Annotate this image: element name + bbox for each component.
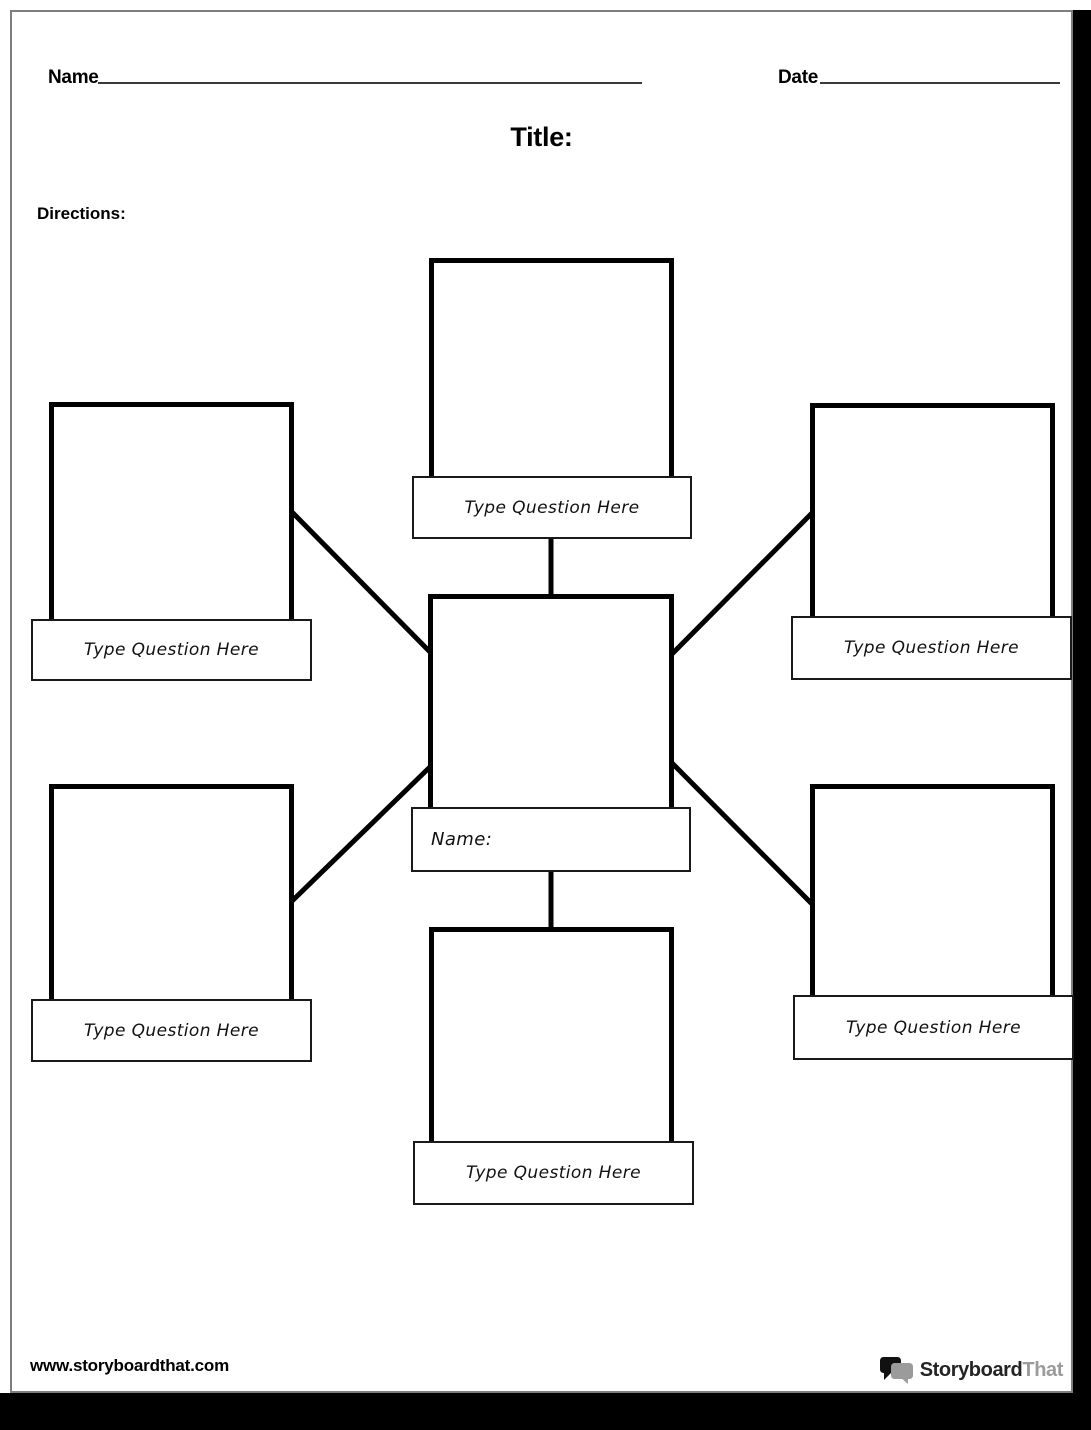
answer-box-bottom[interactable] xyxy=(429,927,674,1151)
page-shadow-bottom xyxy=(0,1393,1091,1430)
page-title: Title: xyxy=(510,122,573,152)
connector-lines xyxy=(288,508,816,932)
website-url: www.storyboardthat.com xyxy=(30,1356,229,1375)
storyboardthat-logo: StoryboardThat xyxy=(879,1356,1064,1384)
question-caption-left-top[interactable]: Type Question Here xyxy=(31,619,312,681)
logo-part-that: That xyxy=(1022,1358,1063,1381)
answer-box-left-top[interactable] xyxy=(49,402,294,629)
answer-box-top[interactable] xyxy=(429,258,674,486)
date-write-line[interactable] xyxy=(820,68,1060,84)
center-box[interactable] xyxy=(428,594,674,817)
name-write-line[interactable] xyxy=(98,68,642,84)
answer-box-right-bottom[interactable] xyxy=(810,784,1055,1005)
speech-bubbles-icon xyxy=(879,1357,913,1384)
directions-label: Directions: xyxy=(37,204,126,223)
center-name-caption[interactable]: Name: xyxy=(411,807,691,872)
question-caption-left-bottom[interactable]: Type Question Here xyxy=(31,999,312,1062)
question-caption-bottom[interactable]: Type Question Here xyxy=(413,1141,694,1205)
connector-left-top-diagonal xyxy=(288,508,434,656)
answer-box-left-bottom[interactable] xyxy=(49,784,294,1009)
connector-right-bottom-diagonal xyxy=(668,759,816,908)
question-caption-top[interactable]: Type Question Here xyxy=(412,476,692,539)
logo-wordmark: StoryboardThat xyxy=(919,1358,1064,1382)
answer-box-right-top[interactable] xyxy=(810,403,1055,626)
date-label: Date xyxy=(778,67,818,88)
worksheet-page: Name Date Title: Directions: Type Questi… xyxy=(10,10,1074,1393)
question-caption-right-bottom[interactable]: Type Question Here xyxy=(793,995,1074,1060)
name-label: Name xyxy=(48,67,99,88)
connector-right-top-diagonal xyxy=(668,509,816,658)
page-shadow-right xyxy=(1073,10,1091,1430)
logo-part-storyboard: Storyboard xyxy=(919,1358,1023,1381)
connector-left-bottom-diagonal xyxy=(288,763,434,905)
question-caption-right-top[interactable]: Type Question Here xyxy=(791,616,1072,680)
